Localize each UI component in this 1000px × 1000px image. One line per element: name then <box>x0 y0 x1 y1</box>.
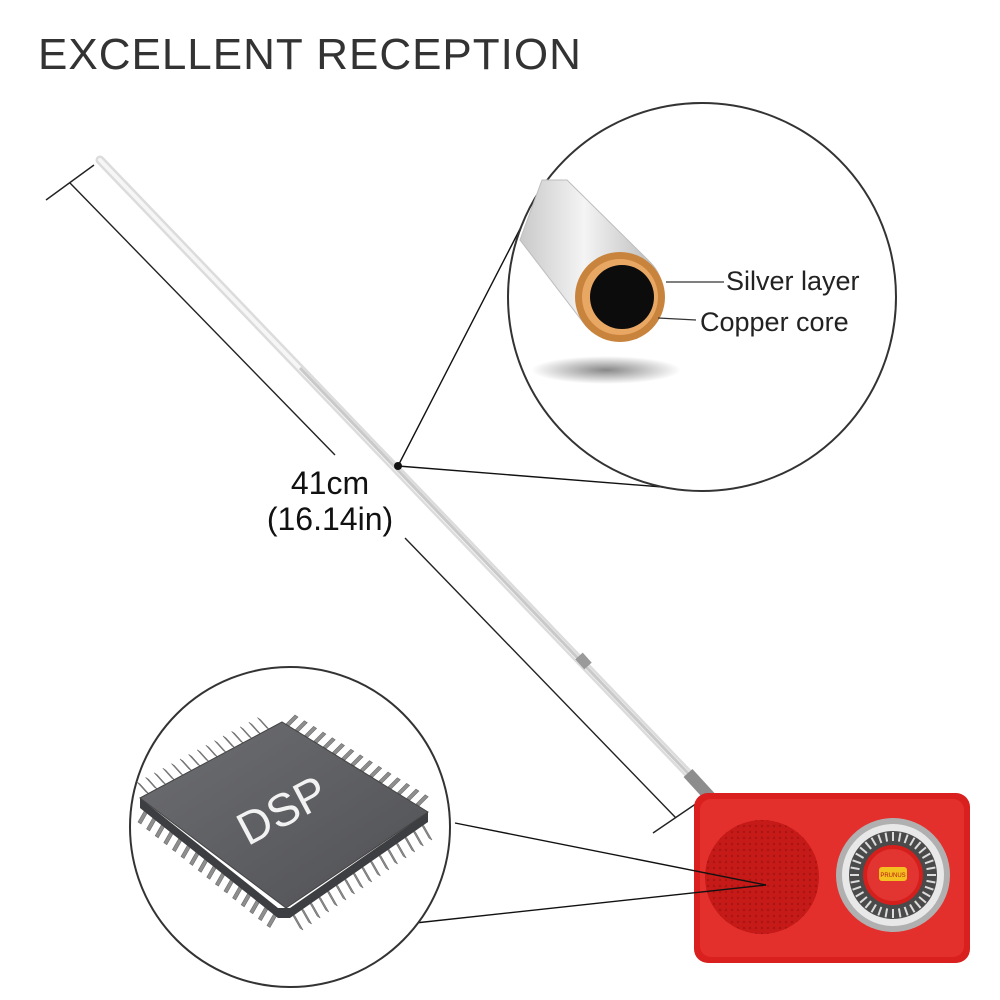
tube-shadow <box>531 356 681 384</box>
radio-device: PRUNUS <box>694 793 970 963</box>
radio-brand-label: PRUNUS <box>880 873 905 879</box>
tuning-dial: PRUNUS <box>836 818 950 932</box>
cross-section-callout-lines <box>397 193 701 491</box>
chip-side <box>140 798 428 918</box>
headline: EXCELLENT RECEPTION <box>38 30 582 79</box>
telescopic-antenna <box>95 155 715 802</box>
cross-section-magnifier: Silver layer Copper core <box>507 102 897 492</box>
silver-layer-label: Silver layer <box>726 266 860 296</box>
chip-callout-lines <box>405 822 767 925</box>
length-inch-label: (16.14in) <box>267 501 393 537</box>
length-cm-label: 41cm <box>291 465 369 501</box>
tube-bore <box>590 265 654 329</box>
chip-body <box>139 721 429 909</box>
callout-dot <box>394 462 402 470</box>
dsp-chip-magnifier: DSP <box>129 666 451 988</box>
copper-core-label: Copper core <box>700 307 849 337</box>
dimension-line <box>45 164 701 834</box>
